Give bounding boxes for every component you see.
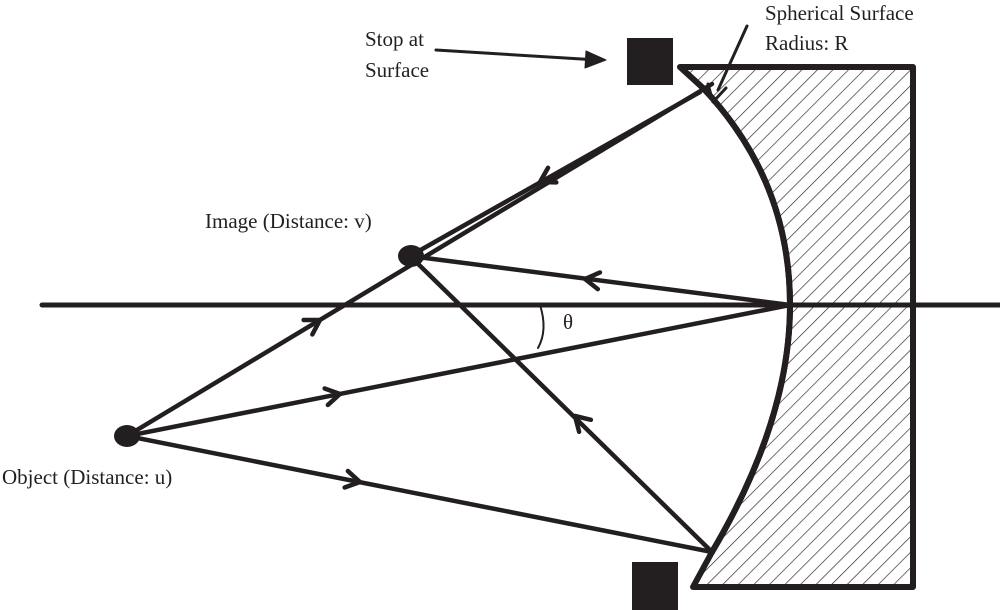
surface-pointer-line xyxy=(716,24,749,92)
ray-bottom-to-image xyxy=(407,253,715,555)
stop-bottom xyxy=(632,562,678,610)
object-label: Object (Distance: u) xyxy=(2,465,173,489)
ray-arrow-1 xyxy=(301,317,323,337)
surface-pointer-arrowhead xyxy=(706,82,728,104)
stop-pointer-arrowhead xyxy=(584,50,607,69)
ray-arrow-3 xyxy=(342,468,363,490)
ray-object-to-vertex xyxy=(124,302,793,439)
spherical-label-line2: Radius: R xyxy=(765,31,849,55)
angle-theta-arc xyxy=(537,304,545,349)
image-label: Image (Distance: v) xyxy=(205,209,372,233)
ray-direction-arrows xyxy=(301,165,603,490)
stop-label-line2: Surface xyxy=(365,58,430,82)
stop-top xyxy=(627,38,673,85)
ray-top-to-image xyxy=(407,89,703,259)
mirror-body xyxy=(677,64,916,590)
ray-vertex-to-image xyxy=(407,253,793,308)
stop-label-line1: Stop at xyxy=(365,27,424,51)
ray-arrow-2 xyxy=(322,386,343,408)
image-point xyxy=(398,245,424,267)
spherical-label-line1: Spherical Surface xyxy=(765,1,914,25)
ray-object-to-bottom xyxy=(124,433,715,555)
object-point xyxy=(114,425,140,447)
angle-theta-label: θ xyxy=(563,310,574,334)
ray-arrow-6 xyxy=(572,413,594,435)
ray-arrow-4 xyxy=(537,165,559,185)
ray-arrow-5 xyxy=(582,270,603,292)
stop-pointer-line xyxy=(434,48,600,62)
